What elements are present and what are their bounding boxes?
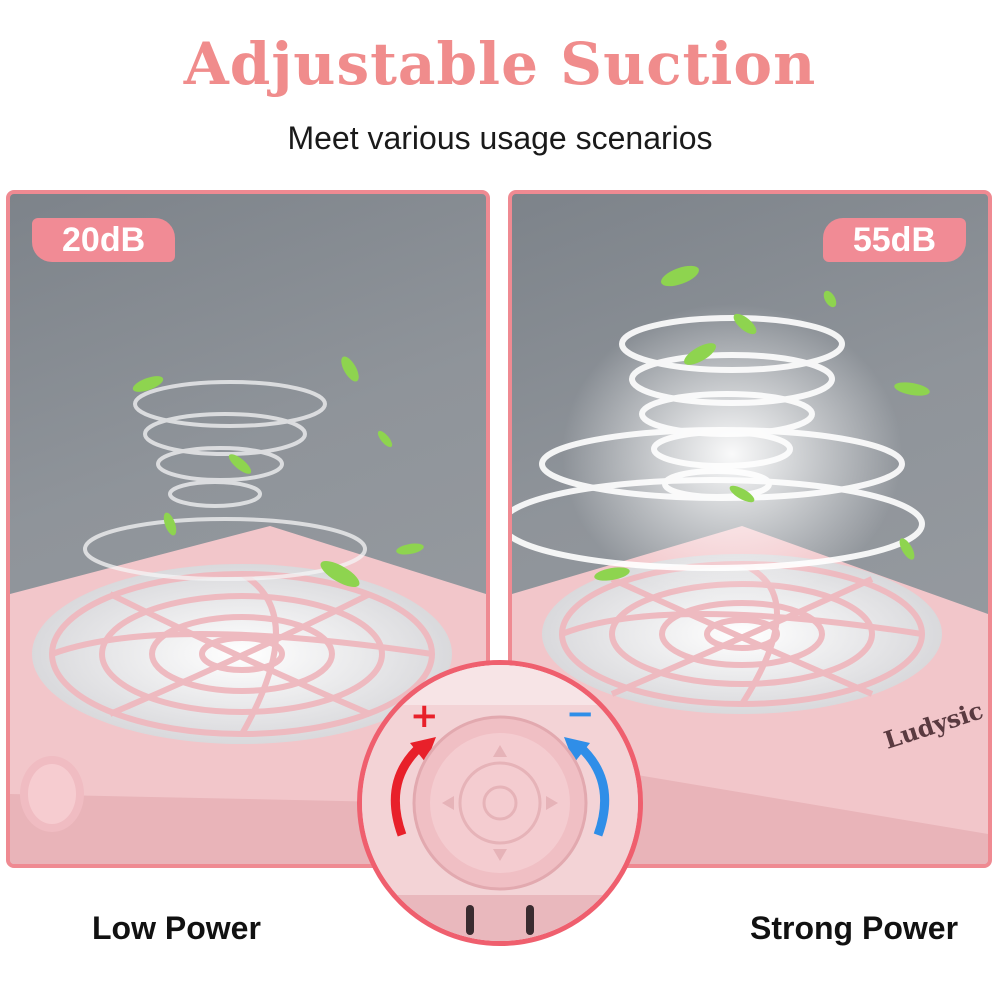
flying-leaves bbox=[594, 265, 930, 581]
fan-grille bbox=[49, 571, 435, 737]
low-power-panel: 20dB bbox=[6, 190, 490, 868]
page-subtitle: Meet various usage scenarios bbox=[287, 120, 713, 156]
plus-sign: + bbox=[410, 696, 439, 736]
noise-level-badge-high: 55dB bbox=[822, 218, 966, 262]
knob-illustration: + − bbox=[362, 665, 638, 941]
strong-power-caption: Strong Power bbox=[750, 910, 959, 946]
flying-leaves bbox=[132, 356, 424, 587]
wind-glow bbox=[562, 304, 902, 604]
decrease-arrow-icon bbox=[574, 741, 610, 837]
low-power-caption: Low Power bbox=[92, 910, 261, 946]
speed-knob-icon bbox=[412, 715, 588, 891]
minus-sign: − bbox=[566, 694, 595, 734]
noise-level-badge-low: 20dB bbox=[32, 218, 176, 262]
wind-swirl bbox=[512, 315, 925, 571]
increase-arrow-icon bbox=[390, 741, 426, 837]
wind-swirl bbox=[83, 380, 367, 581]
page-title: Adjustable Suction bbox=[183, 30, 817, 98]
side-knob bbox=[20, 756, 84, 832]
speed-knob-closeup: + − bbox=[357, 660, 643, 946]
